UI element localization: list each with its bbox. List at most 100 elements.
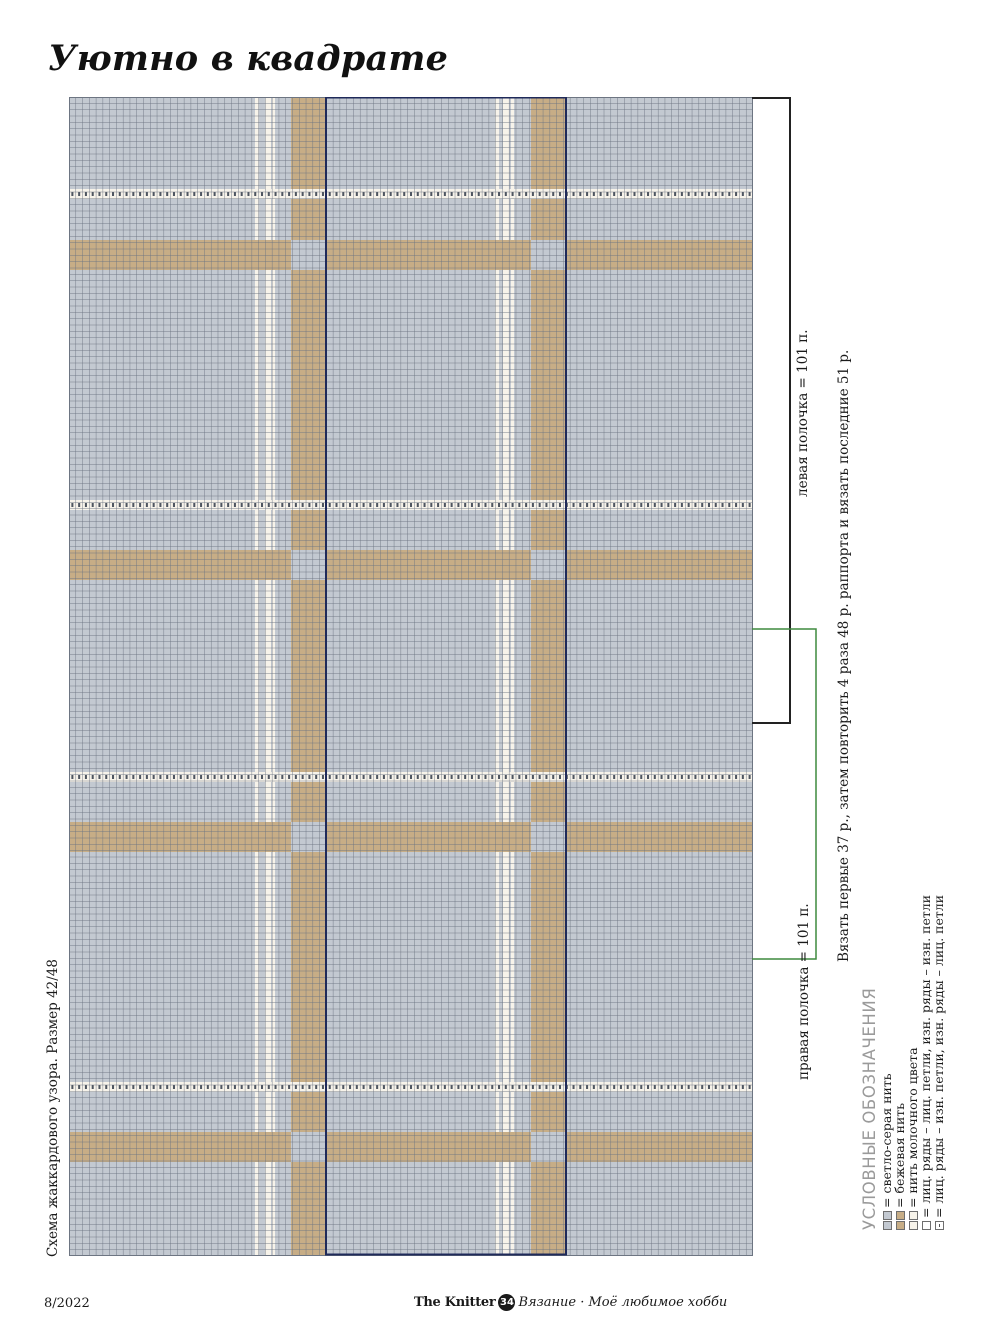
purl-dot [714,775,717,779]
beige-horizontal-band [69,822,753,852]
purl-dot [247,1085,250,1089]
purl-dot [477,503,480,507]
purl-dot [457,503,460,507]
purl-dot [335,1085,338,1089]
milk-vertical-stripe [503,97,509,1256]
purl-dot [464,503,467,507]
purl-dot [660,775,663,779]
purl-dot [511,192,514,196]
crossing-square [531,240,565,270]
purl-dot [525,1085,528,1089]
purl-dot [125,775,128,779]
purl-dot [369,503,372,507]
purl-dot [78,503,81,507]
purl-dot [437,1085,440,1089]
purl-dot [349,503,352,507]
purl-dot [599,192,602,196]
jacquard-chart [69,97,753,1256]
purl-dot [491,1085,494,1089]
purl-dot [647,192,650,196]
purl-dot [139,1085,142,1089]
purl-dot [233,192,236,196]
purl-dot [538,775,541,779]
purl-dot [247,192,250,196]
purl-dot [531,775,534,779]
purl-dot [409,503,413,507]
purl-dot [281,775,284,779]
purl-dot [735,503,738,507]
purl-dot [254,192,257,196]
purl-dot [179,503,182,507]
purl-dot [396,192,399,196]
purl-dot [653,192,656,196]
purl-dot [674,503,677,507]
purl-dot [674,775,677,779]
purl-dot [741,775,744,779]
left-panel-bracket [752,97,791,724]
purl-dot [342,775,345,779]
purl-dot [606,503,609,507]
purl-dot [464,775,467,779]
legend-item-text: = лиц. ряды – изн. петли, изн. ряды – ли… [931,894,946,1218]
purl-dot [213,1085,216,1089]
purl-dot [240,775,243,779]
purl-dot [186,775,189,779]
purl-dot [172,1085,175,1089]
purl-dot [132,192,135,196]
purl-dot [227,775,230,779]
purl-dot [694,192,697,196]
purl-dot [105,1085,108,1089]
purl-dot [498,503,501,507]
purl-dot [430,1085,433,1089]
purl-dot [748,1085,751,1089]
purl-dot [491,192,494,196]
purl-dot [572,1085,575,1089]
purl-dot [355,775,358,779]
purl-dot [240,192,243,196]
purl-dot [288,192,291,196]
purl-dot [640,192,643,196]
purl-dot [477,192,480,196]
purl-dot [321,192,324,196]
purl-dot [518,775,521,779]
purl-dot [227,503,230,507]
purl-dot [525,775,528,779]
purl-dot [701,503,704,507]
purl-dot [592,775,595,779]
purl-dot [558,192,562,196]
purl-dot [118,1085,121,1089]
crossing-square [531,822,565,852]
purl-dot [335,503,338,507]
milk-swatch-icon [908,1211,918,1230]
purl-dot [112,192,115,196]
purl-dot [172,503,175,507]
crossing-square [531,550,565,580]
purl-dot [267,192,270,196]
milk-vertical-stripe [255,97,259,1256]
purl-dot [721,775,724,779]
purl-dot [376,1085,379,1089]
purl-dot [599,503,602,507]
purl-dot [139,503,142,507]
purl-dot [328,775,331,779]
purl-dot [193,775,196,779]
grey-swatch-icon [882,1211,892,1230]
purl-dot [382,1085,385,1089]
purl-dot [179,1085,182,1089]
purl-dot [586,192,589,196]
purl-dot [457,775,460,779]
purl-dot [748,503,751,507]
purl-dot [78,775,81,779]
crossing-square [531,1132,565,1162]
purl-dot [633,775,636,779]
page-title: Уютно в квадрате [48,38,449,79]
purl-dot [619,775,622,779]
milk-vertical-stripe [265,97,271,1256]
purl-dot [599,775,602,779]
milk-vertical-stripe [272,97,275,1256]
purl-dot [145,503,148,507]
purl-dot [416,192,419,196]
footer-brand: The Knitter 34 Вязание · Моё любимое хоб… [414,1294,727,1311]
repeat-instructions: Вязать первые 37 р., затем повторить 4 р… [836,349,852,962]
purl-dot [274,1085,277,1089]
